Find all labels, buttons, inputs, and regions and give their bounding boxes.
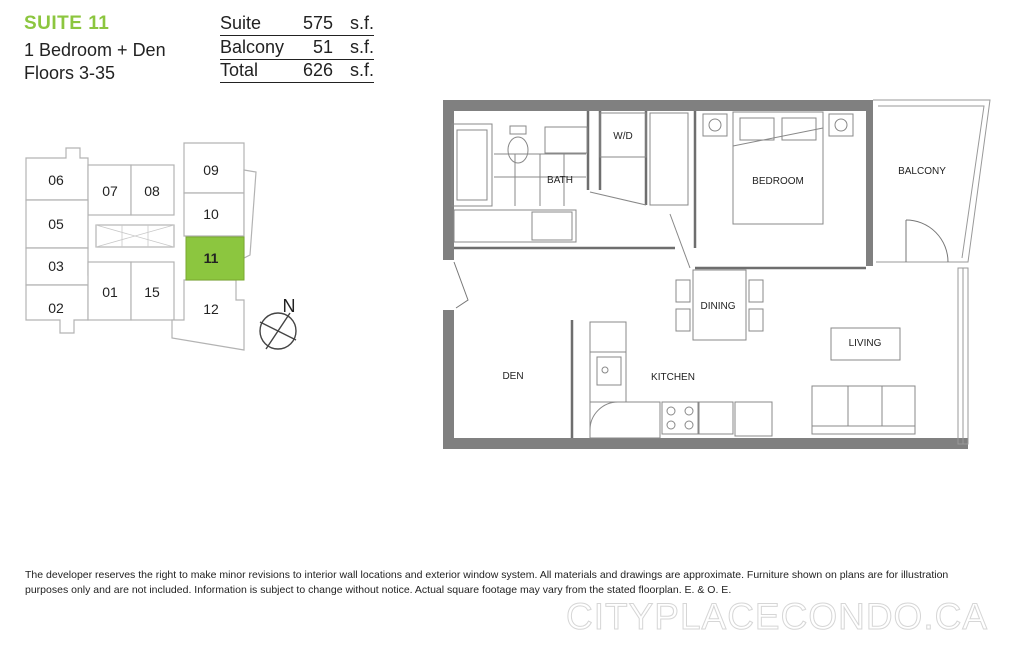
room-label-wd: W/D [613,131,632,142]
area-unit: s.f. [349,37,374,57]
keyplan-label-07: 07 [102,183,118,199]
keyplan-label-09: 09 [203,162,219,178]
keyplan-label-12: 12 [203,301,219,317]
watermark: CITYPLACECONDO.CA [565,596,989,638]
suite-floors: Floors 3-35 [24,63,116,83]
compass-icon [259,312,297,350]
interior-walls [454,111,866,438]
keyplan-unit-15 [130,261,175,321]
keyplan-label-03: 03 [48,258,64,274]
room-label-bath: BATH [547,175,573,186]
bathroom-fixtures [451,123,588,243]
room-label-living: LIVING [849,338,882,349]
keyplan-balcony-strip [243,169,257,259]
room-label-balcony: BALCONY [898,166,946,177]
area-label: Suite [220,13,262,33]
keyplan-unit-01 [87,261,132,321]
area-value: 626 [302,60,333,80]
area-value: 575 [302,13,333,33]
keyplan-label-11: 11 [204,250,219,266]
suite-title: SUITE 11 [24,13,110,34]
area-row-suite: Suite 575 s.f. [220,13,374,36]
keyplan-label-15: 15 [144,284,160,300]
keyplan-label-06: 06 [48,172,64,188]
room-label-kitchen: KITCHEN [651,372,695,383]
keyplan-unit-11-highlight [185,236,245,281]
area-value: 51 [312,37,333,57]
keyplan-label-01: 01 [102,284,118,300]
balcony-door [905,219,949,263]
living-furniture [811,327,916,435]
keyplan-unit-12 [171,279,245,351]
suite-type: 1 Bedroom + Den [24,40,166,60]
area-row-total: Total 626 s.f. [220,60,374,83]
keyplan-label-10: 10 [203,206,219,222]
keyplan-label-05: 05 [48,216,64,232]
north-label: N [283,296,296,316]
area-label: Total [220,60,259,80]
dining-set [675,269,764,341]
room-label-den: DEN [502,371,523,382]
area-unit: s.f. [349,13,374,33]
keyplan-label-08: 08 [144,183,160,199]
area-label: Balcony [220,37,285,57]
window-wall [873,99,991,445]
bedroom-furniture [669,111,854,269]
exterior-walls [443,100,968,449]
keyplan-unit-07 [87,164,132,216]
laundry-closet [589,112,689,206]
key-plan: 06 07 08 09 10 11 05 03 02 01 15 12 N [25,142,297,351]
entry-door [453,261,469,309]
room-label-dining: DINING [701,301,736,312]
kitchen-fixtures [589,321,773,439]
disclaimer-text: The developer reserves the right to make… [25,569,949,596]
keyplan-unit-08 [130,164,175,216]
area-unit: s.f. [349,60,374,80]
area-row-balcony: Balcony 51 s.f. [220,37,374,60]
keyplan-label-02: 02 [48,300,64,316]
room-label-bedroom: BEDROOM [752,176,804,187]
